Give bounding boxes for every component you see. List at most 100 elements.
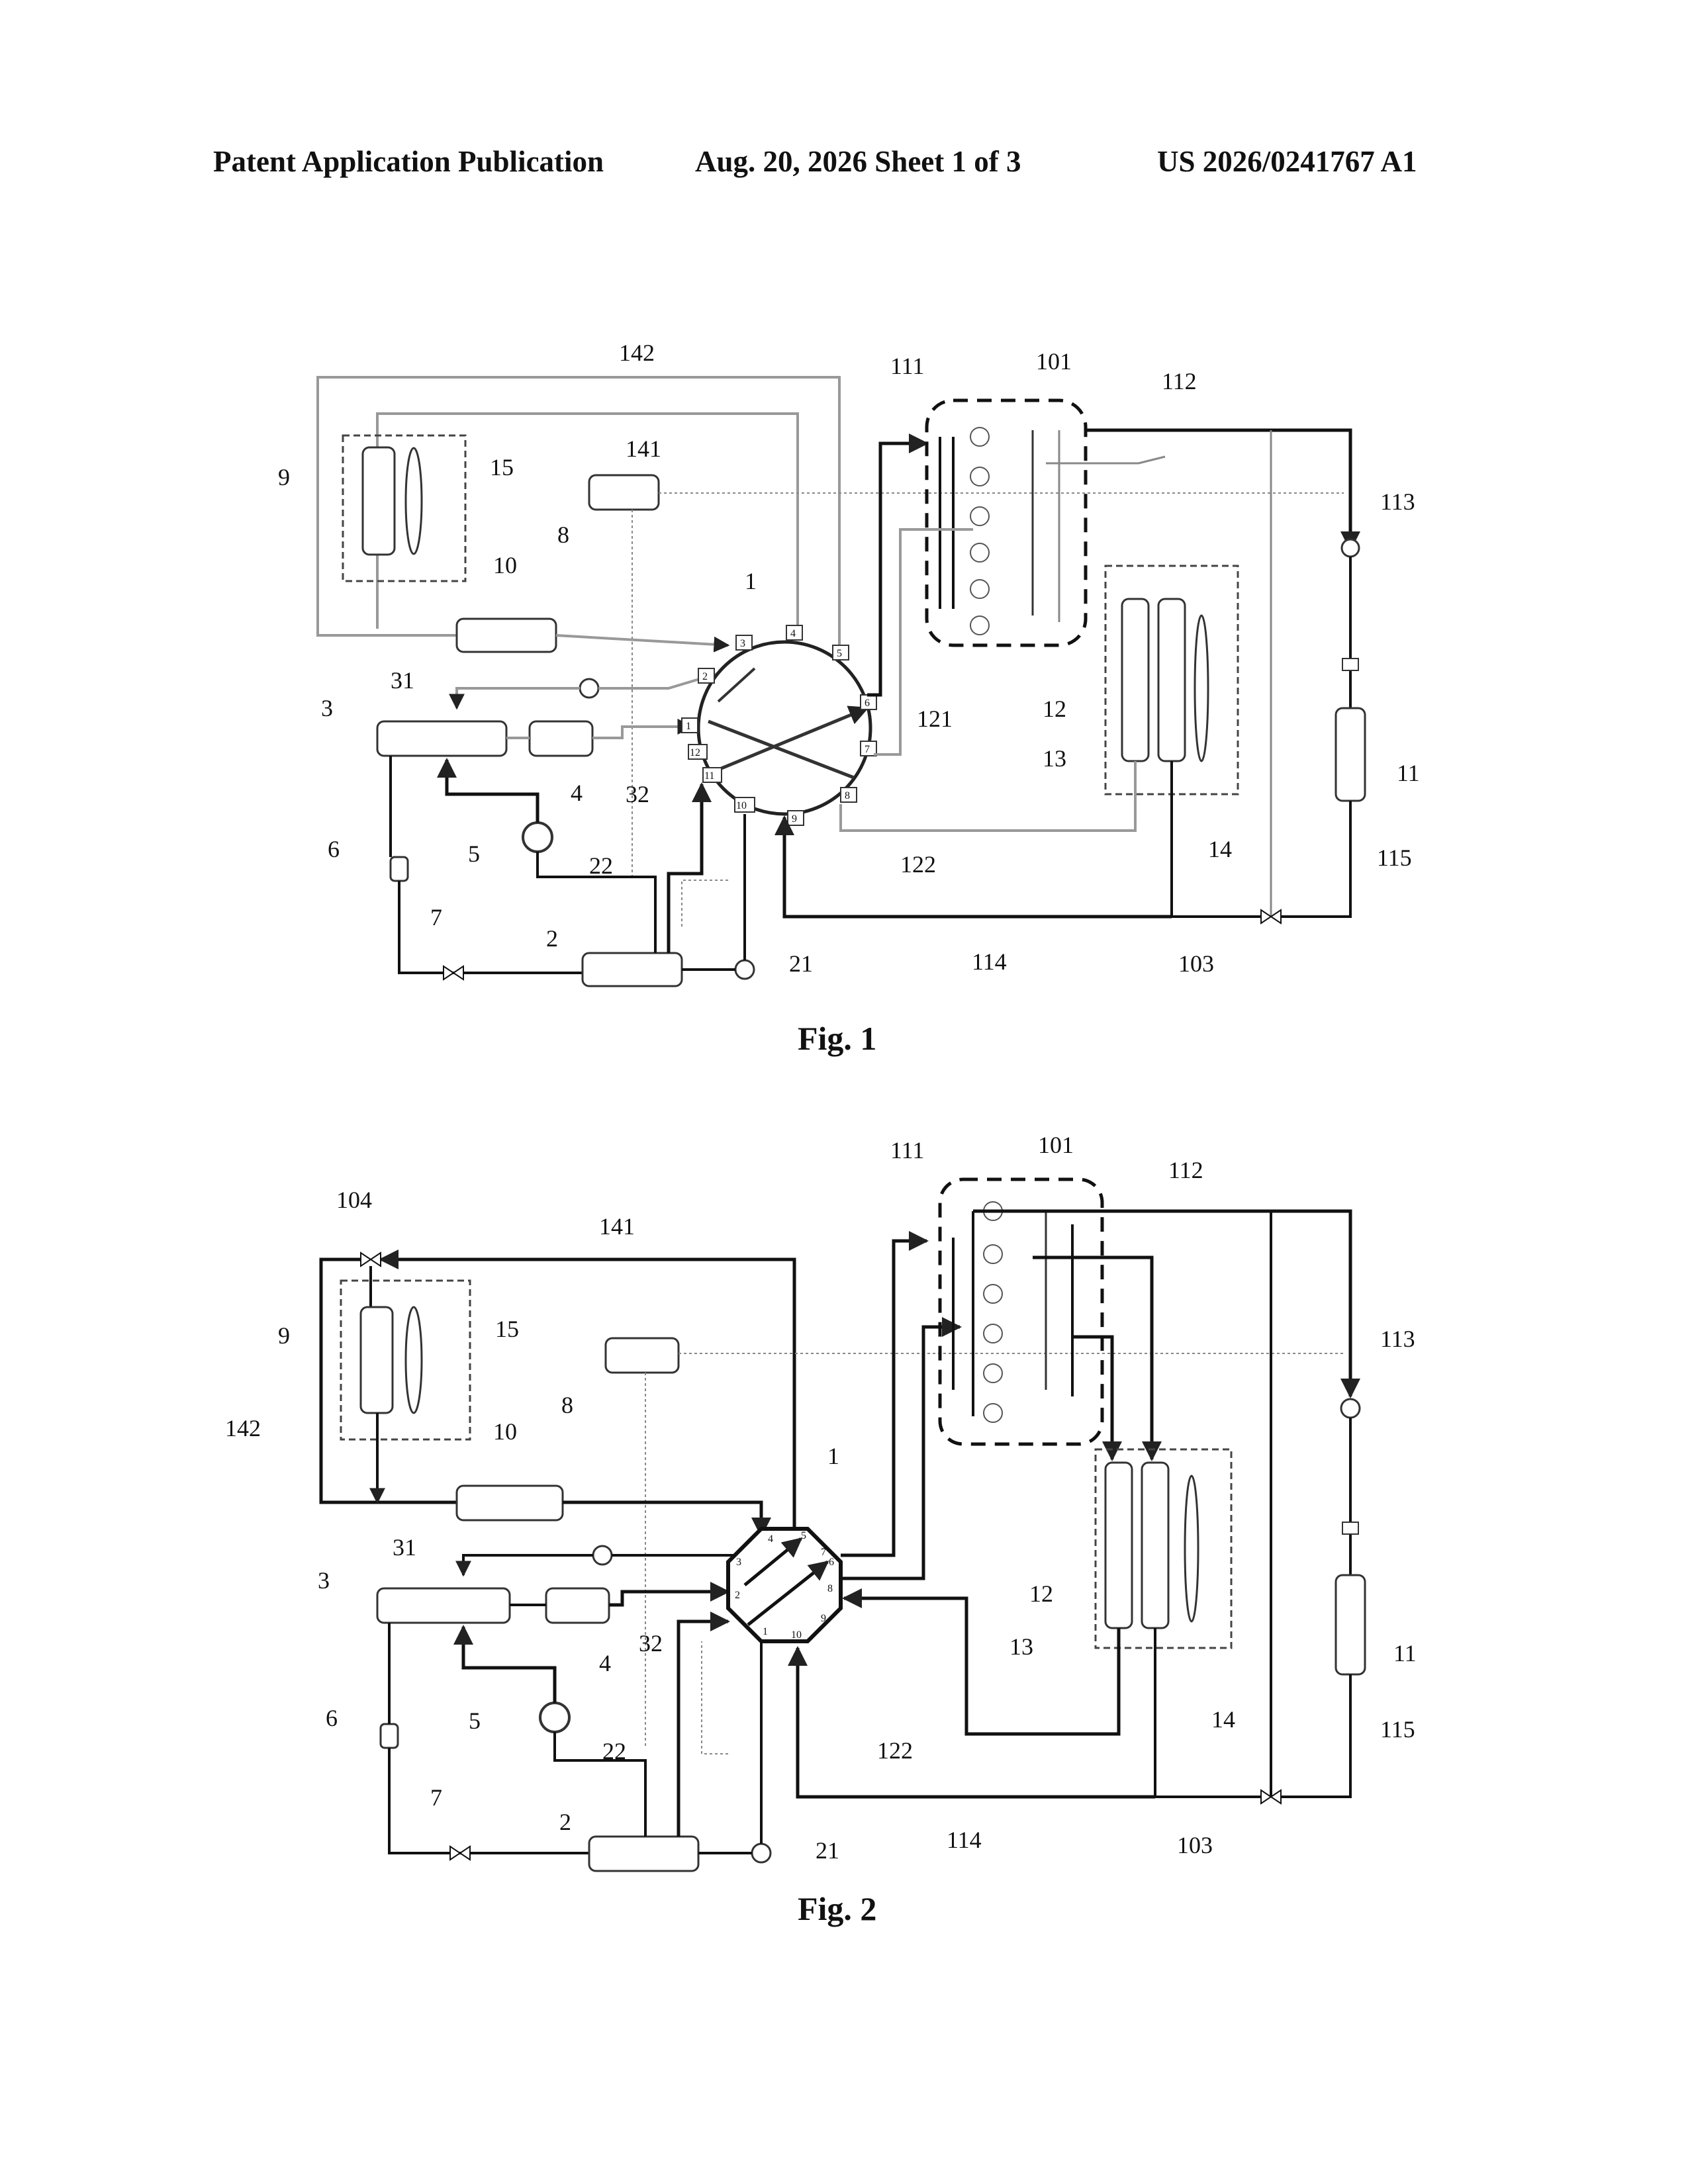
label-113: 113	[1380, 488, 1415, 515]
label-114: 114	[972, 948, 1007, 975]
port-5: 5	[801, 1530, 806, 1541]
figure-2: 1 2 3 4 5 6 7 8 9 10	[0, 1092, 1688, 1952]
pump-5	[540, 1703, 569, 1732]
valve-104	[361, 1253, 381, 1266]
label-10: 10	[493, 552, 517, 578]
label-141: 141	[599, 1213, 635, 1240]
block-101-internals	[953, 1202, 1072, 1422]
port-6: 6	[865, 698, 870, 709]
component-13	[1105, 1463, 1132, 1628]
fan-14	[1195, 615, 1208, 761]
label-9: 9	[278, 464, 290, 490]
line-5-3	[447, 760, 538, 823]
label-7: 7	[430, 904, 442, 931]
label-9: 9	[278, 1322, 290, 1349]
label-115: 115	[1380, 1716, 1415, 1743]
component-10	[457, 619, 556, 652]
figure-1-diagram: 1 2 3 4 5 6 7 8 9 10 11 12	[0, 0, 1688, 1059]
port-2: 2	[702, 671, 708, 682]
line-21	[698, 1641, 761, 1853]
line-114	[784, 817, 1172, 917]
block-101	[927, 400, 1086, 645]
port-3: 3	[740, 638, 745, 649]
label-10: 10	[493, 1418, 517, 1445]
pump-21	[752, 1844, 771, 1862]
pump-113	[1342, 539, 1359, 557]
port-1: 1	[686, 721, 691, 732]
component-8	[606, 1338, 679, 1373]
figure-2-labels: 104 141 111 101 112 113 9 15 142 8 10 1 …	[225, 1132, 1417, 1864]
port-9: 9	[792, 813, 797, 825]
label-5: 5	[469, 1707, 481, 1734]
component-6	[391, 857, 408, 881]
label-31: 31	[393, 1534, 416, 1561]
label-101: 101	[1038, 1132, 1074, 1158]
label-103: 103	[1178, 950, 1214, 977]
label-3: 3	[318, 1567, 330, 1594]
line-141	[381, 1259, 794, 1539]
label-104: 104	[336, 1187, 372, 1213]
pump-31	[580, 679, 598, 698]
label-32: 32	[639, 1630, 663, 1657]
component-12	[1142, 1463, 1168, 1628]
port-7: 7	[821, 1547, 826, 1558]
component-9	[361, 1307, 393, 1413]
label-142: 142	[225, 1415, 261, 1441]
component-4	[546, 1588, 609, 1623]
label-3: 3	[321, 695, 333, 721]
label-122: 122	[900, 851, 936, 878]
label-5: 5	[468, 841, 480, 867]
label-121: 121	[917, 705, 953, 732]
label-12: 12	[1043, 696, 1066, 722]
line-114	[798, 1648, 1155, 1797]
line-111	[841, 1241, 927, 1555]
valve-7	[450, 1846, 470, 1860]
line-22	[669, 784, 702, 953]
port-9: 9	[821, 1613, 826, 1624]
label-22: 22	[602, 1738, 626, 1764]
port-4: 4	[790, 628, 796, 639]
component-2	[583, 953, 682, 986]
label-142: 142	[619, 340, 655, 366]
signal-line-21	[682, 880, 728, 927]
pump-113	[1341, 1399, 1360, 1418]
label-21: 21	[816, 1837, 839, 1864]
figure-1: 1 2 3 4 5 6 7 8 9 10 11 12	[0, 0, 1688, 1059]
line-113	[1086, 430, 1350, 549]
component-3	[377, 1588, 510, 1623]
line-10-out	[556, 635, 728, 645]
line-112	[1033, 1257, 1152, 1459]
component-3	[377, 721, 506, 756]
line-10-out	[563, 1502, 761, 1535]
line-4-out	[592, 727, 692, 738]
block-101-internals	[940, 428, 1059, 635]
sensor-113	[1342, 1522, 1358, 1534]
line-11-return	[1278, 801, 1350, 917]
label-12: 12	[1029, 1580, 1053, 1607]
sensor-113	[1342, 659, 1358, 670]
port-10: 10	[791, 1629, 802, 1641]
label-111: 111	[890, 353, 924, 379]
label-7: 7	[430, 1784, 442, 1811]
component-10	[457, 1486, 563, 1520]
port-12: 12	[690, 747, 700, 758]
component-4	[530, 721, 592, 756]
label-11: 11	[1393, 1640, 1417, 1666]
label-15: 15	[490, 454, 514, 480]
label-2: 2	[546, 925, 558, 952]
figure-2-caption: Fig. 2	[798, 1889, 876, 1928]
line-122	[844, 1598, 1119, 1734]
line-12-out	[1155, 1628, 1261, 1797]
port-11: 11	[704, 770, 714, 782]
label-101: 101	[1036, 348, 1072, 375]
line-122	[841, 761, 1135, 831]
component-2	[589, 1837, 698, 1871]
port-7: 7	[865, 744, 870, 755]
label-122: 122	[877, 1737, 913, 1764]
pump-21	[735, 960, 754, 979]
label-2: 2	[559, 1809, 571, 1835]
line-4-out	[609, 1592, 728, 1605]
fan-14	[1185, 1476, 1198, 1621]
label-103: 103	[1177, 1832, 1213, 1858]
line-5-3	[463, 1627, 555, 1703]
